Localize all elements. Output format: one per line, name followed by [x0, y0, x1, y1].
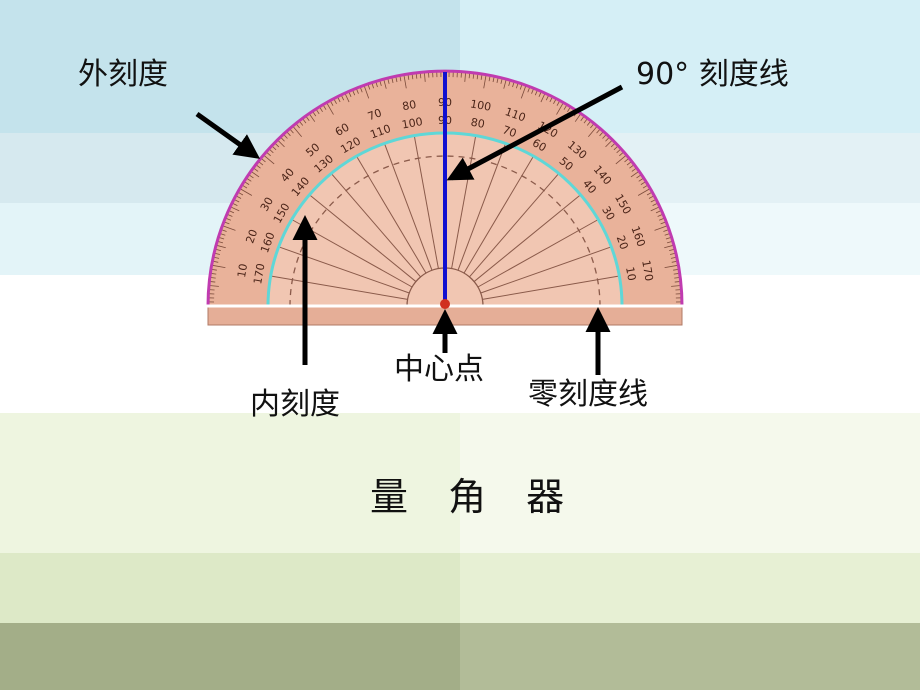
- degree-tick: [615, 154, 627, 165]
- degree-tick: [574, 113, 582, 122]
- radial-line: [477, 219, 599, 288]
- degree-tick: [383, 78, 387, 89]
- degree-tick: [556, 102, 564, 115]
- radial-line: [383, 143, 433, 271]
- degree-tick: [208, 285, 219, 287]
- inner-scale-number: 80: [470, 116, 486, 131]
- degree-tick: [363, 85, 370, 99]
- label-ninety-line: 90° 刻度线: [636, 57, 789, 92]
- inner-scale-number: 70: [501, 123, 519, 140]
- degree-tick: [650, 206, 660, 212]
- radial-line: [309, 194, 417, 282]
- degree-tick: [263, 154, 275, 165]
- radial-line: [270, 275, 408, 300]
- degree-tick: [654, 225, 668, 231]
- radial-line: [482, 275, 620, 300]
- degree-tick: [326, 102, 334, 115]
- label-outer-scale: 外刻度: [78, 57, 168, 92]
- degree-tick: [308, 113, 316, 122]
- degree-tick: [605, 139, 613, 148]
- outer-scale-arc: [206, 69, 684, 307]
- background-band-7: [0, 623, 920, 690]
- inner-scale-number: 60: [530, 136, 549, 154]
- center-point-dot: [440, 299, 450, 309]
- degree-tick: [503, 78, 507, 89]
- degree-tick: [250, 170, 260, 178]
- degree-tick: [664, 264, 679, 269]
- degree-tick: [292, 125, 302, 137]
- page-title: 量 角 器: [370, 475, 579, 519]
- degree-tick: [211, 264, 226, 269]
- degree-tick: [637, 188, 651, 196]
- degree-tick: [230, 206, 240, 212]
- outer-scale-number: 80: [401, 98, 417, 113]
- degree-tick: [664, 244, 675, 249]
- radial-line: [480, 246, 612, 294]
- arrow-outer-scale: [195, 111, 261, 159]
- inner-scale-number: 170: [251, 262, 267, 285]
- outer-scale-number: 70: [366, 106, 384, 123]
- label-inner-scale: 内刻度: [250, 387, 340, 422]
- degree-tick: [540, 92, 546, 103]
- arrow-ninety-line: [446, 84, 624, 181]
- degree-tick: [423, 71, 426, 82]
- outer-scale-number: 20: [243, 228, 260, 246]
- degree-tick: [277, 139, 285, 148]
- inner-scale-number: 20: [614, 234, 631, 252]
- label-zero-line: 零刻度线: [528, 377, 648, 412]
- degree-tick: [483, 74, 487, 89]
- degree-tick: [215, 244, 226, 249]
- radial-line: [278, 246, 410, 294]
- degree-tick: [344, 92, 350, 103]
- degree-tick: [222, 225, 236, 231]
- outer-scale-number: 30: [258, 195, 276, 214]
- background-band-1: [0, 0, 920, 133]
- outer-scale-number: 10: [235, 263, 250, 279]
- degree-tick: [464, 71, 467, 82]
- label-center-point: 中心点: [394, 352, 484, 387]
- inner-scale-number: 30: [599, 204, 617, 223]
- protractor: 1020304050607080901001101201301401501601…: [205, 69, 684, 326]
- degree-tick: [630, 170, 640, 178]
- inner-scale-number: 100: [401, 115, 424, 131]
- radial-line: [473, 194, 581, 282]
- degree-tick: [588, 125, 598, 137]
- degree-tick: [403, 74, 407, 89]
- degree-tick: [671, 285, 682, 287]
- inner-scale-number: 10: [623, 266, 638, 282]
- degree-tick: [520, 85, 527, 99]
- radial-line: [457, 143, 507, 271]
- background-band-6: [0, 553, 920, 623]
- outer-scale-number: 100: [469, 97, 492, 113]
- outer-scale-number: 170: [639, 259, 655, 282]
- degree-tick: [239, 188, 253, 196]
- outer-scale-number: 60: [333, 121, 352, 139]
- background-band-5: [0, 413, 920, 553]
